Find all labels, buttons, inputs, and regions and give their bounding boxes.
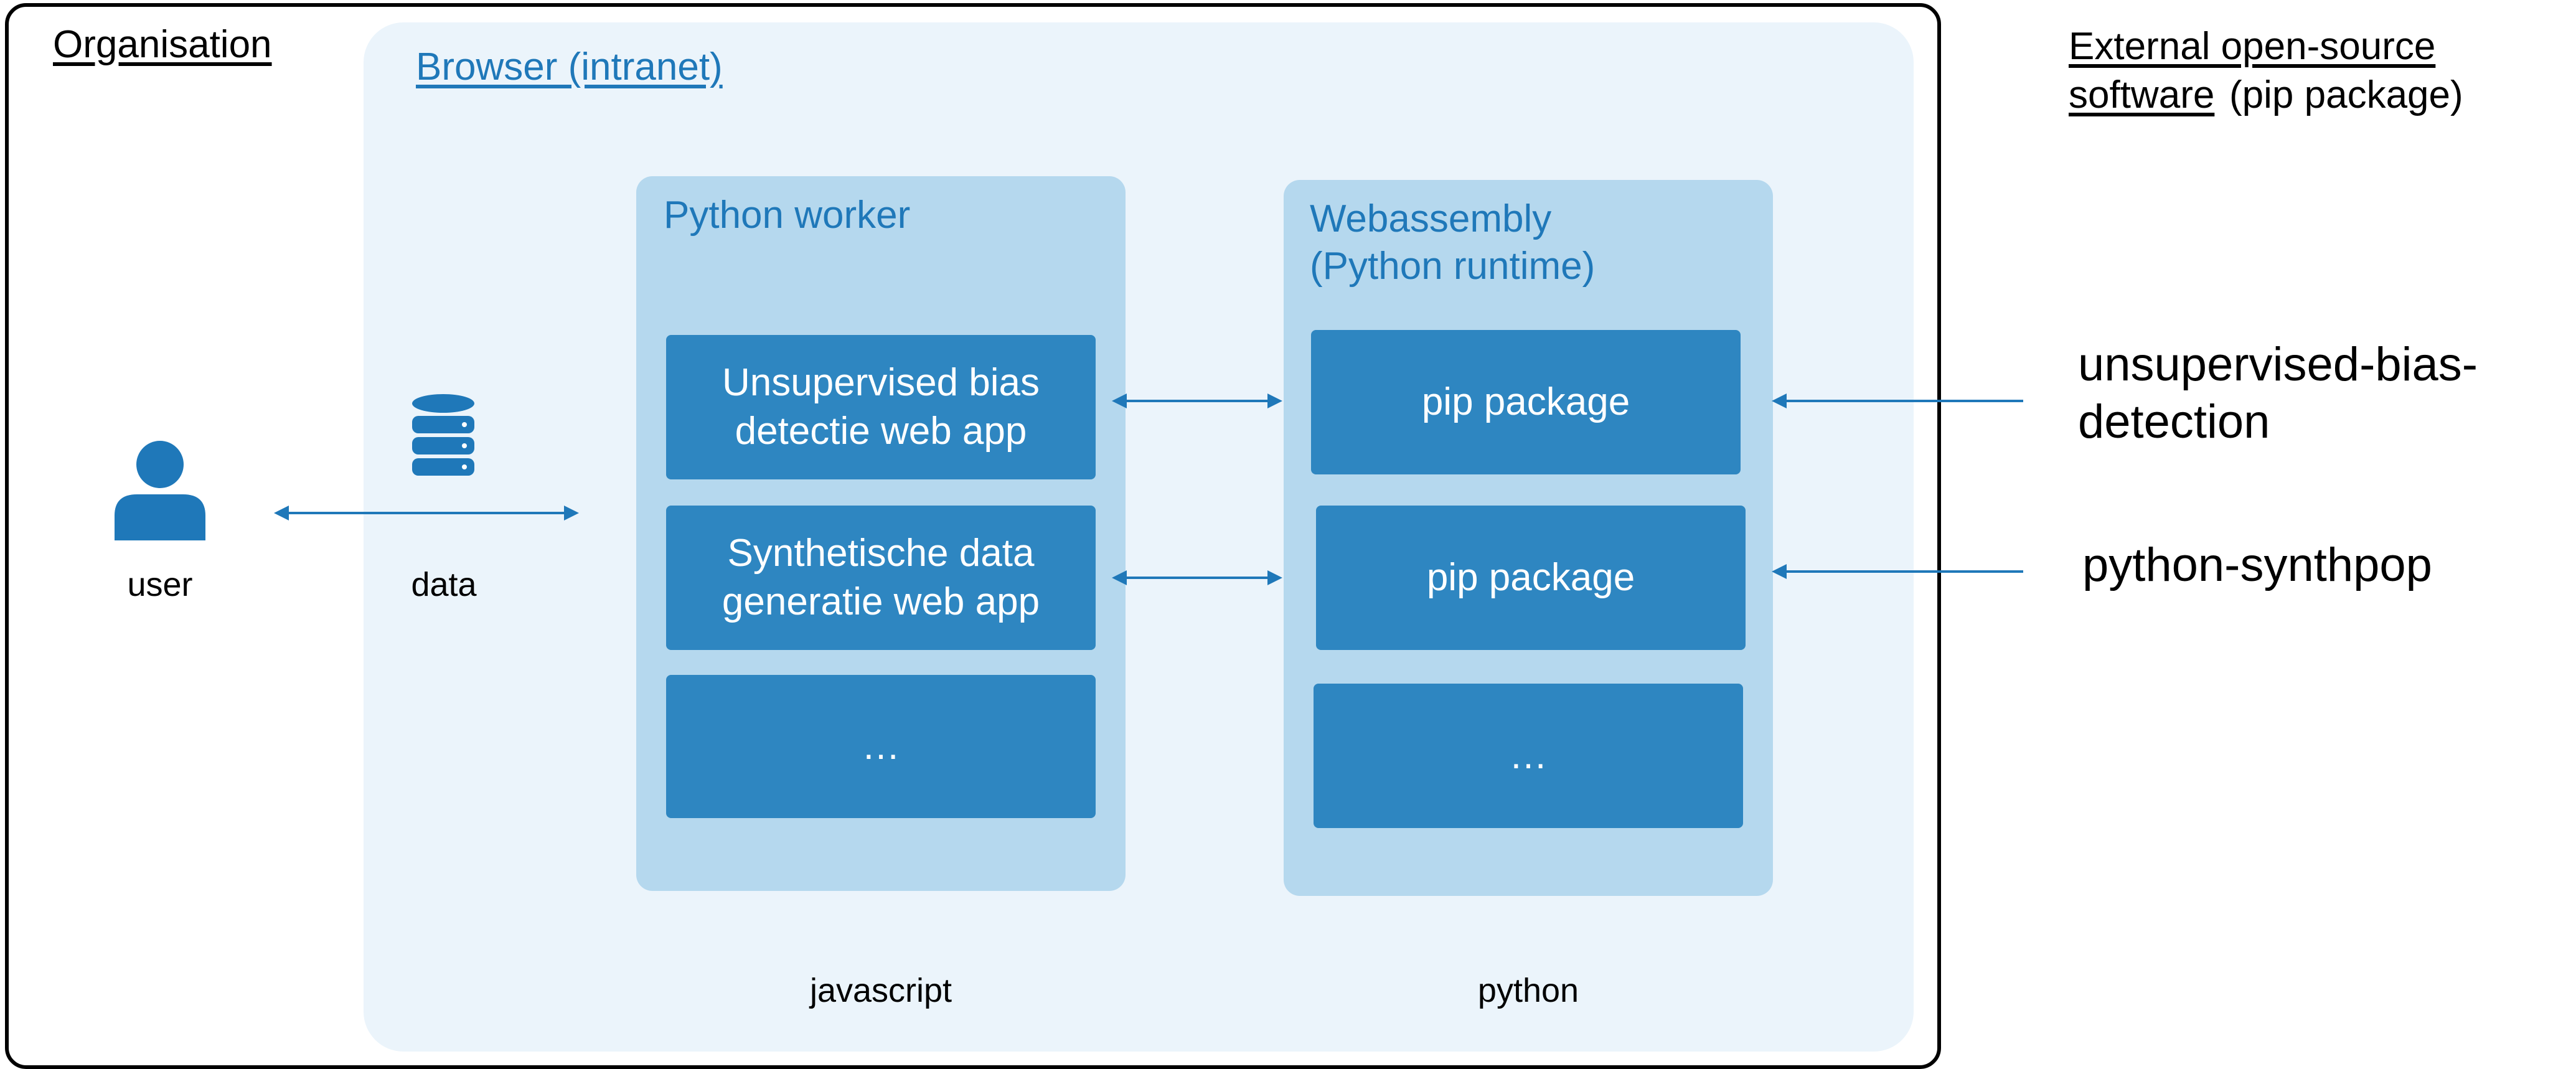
arrowhead-right <box>564 506 579 520</box>
package-name-python-synthpop: python-synthpop <box>2082 539 2432 591</box>
webassembly-title-line1: Webassembly <box>1310 197 1552 240</box>
arrowhead-right <box>1267 570 1282 585</box>
arrowhead-left <box>1772 393 1787 408</box>
arrowhead-left <box>274 506 289 520</box>
external-title-suffix: (pip package) <box>2229 73 2463 116</box>
python-label: python <box>1477 972 1579 1009</box>
worker-app-line2: detectie web app <box>735 410 1027 453</box>
pip-package-label: pip package <box>1426 556 1635 599</box>
worker-app-box: Synthetische data generatie web app <box>666 506 1096 650</box>
pip-package-box: pip package <box>1311 330 1741 474</box>
database-icon <box>411 393 476 477</box>
worker-app-line1: Synthetische data <box>727 532 1035 575</box>
worker-app-line1: Unsupervised bias <box>722 361 1040 404</box>
data-label: data <box>411 566 477 603</box>
worker-more-label: … <box>862 725 900 768</box>
python-worker-title: Python worker <box>664 194 911 237</box>
javascript-label: javascript <box>809 972 952 1009</box>
worker-app-box: Unsupervised bias detectie web app <box>666 335 1096 479</box>
worker-more-box: … <box>666 675 1096 818</box>
package-name-line1: unsupervised-bias- <box>2078 338 2478 391</box>
arrowhead-left <box>1772 564 1787 579</box>
webassembly-title-line2: (Python runtime) <box>1310 245 1596 288</box>
pip-package-label: pip package <box>1421 380 1630 423</box>
arrowhead-right <box>1267 393 1282 408</box>
external-software-title: External open-source software (pip packa… <box>2069 22 2467 120</box>
pip-package-box: pip package <box>1316 506 1746 650</box>
webassembly-title: Webassembly (Python runtime) <box>1310 195 1595 290</box>
user-label: user <box>127 566 193 603</box>
arrowhead-left <box>1112 393 1127 408</box>
wasm-more-box: … <box>1314 684 1743 828</box>
arrowhead-left <box>1112 570 1127 585</box>
package-name-line2: detection <box>2078 395 2270 448</box>
worker-app-line2: generatie web app <box>722 580 1040 623</box>
browser-title: Browser (intranet) <box>416 45 723 88</box>
wasm-more-label: … <box>1509 734 1548 777</box>
organisation-title: Organisation <box>53 23 272 66</box>
user-icon <box>115 441 205 540</box>
external-title-underlined: External open-source software <box>2069 25 2436 116</box>
package-name-unsupervised-bias-detection: unsupervised-bias- detection <box>2078 336 2478 451</box>
